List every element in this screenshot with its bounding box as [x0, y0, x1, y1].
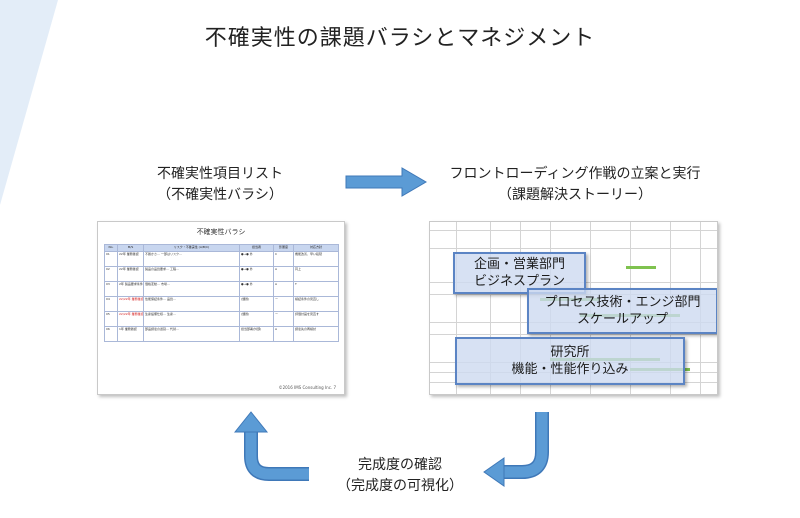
left-label: 不確実性項目リスト （不確実性バラシ） — [100, 164, 340, 206]
left-label-line1: 不確実性項目リスト — [157, 166, 283, 182]
table-row: 02 22年 業務確認 製品の品質要求… 工程… ●→● 外 A 同上 — [104, 266, 339, 282]
gantt-gridline — [430, 248, 717, 249]
table-header-row: No. M/S リスク・不確実性 (A/B/C) 担当者 影響度 対応方針 — [104, 244, 339, 252]
table-cell: (課題) — [239, 311, 274, 327]
table-cell: 評価計画を見直す — [293, 311, 339, 327]
right-label-line2: （課題解決ストーリー） — [498, 187, 652, 203]
up-curved-arrow-icon — [233, 411, 309, 481]
table-cell: A — [273, 266, 294, 282]
thumbnail-title: 不確実性バラシ — [196, 228, 246, 236]
down-curved-arrow-icon — [483, 412, 549, 487]
gantt-gridline — [430, 230, 717, 231]
right-label: フロントローディング作戦の立案と実行 （課題解決ストーリー） — [430, 164, 720, 206]
table-row: 04 22/22年 業務確認 性能保証条件… 品質… (課題) ー 検証条件の見… — [104, 296, 339, 312]
table-cell: 製品の品質要求… 工程… — [143, 266, 240, 282]
column-header: M/S — [117, 244, 144, 252]
table-cell: 検証条件の見直し — [293, 296, 339, 312]
table-cell: 01 — [104, 251, 118, 267]
callout-line1: プロセス技術・エンジ部門 — [544, 295, 701, 310]
column-header: No. — [104, 244, 118, 252]
column-header: 担当者 — [239, 244, 274, 252]
table-cell: 性能保証条件… 品質… — [143, 296, 240, 312]
table-cell: ●→● 外 — [239, 266, 274, 282]
table-row: 01 22年 業務確認 不確かさ… 一部はリスク… ●→● 外 C 機能改善、早… — [104, 251, 339, 267]
table-cell: 22/22年 業務確認 — [117, 296, 144, 312]
table-cell: 05 — [104, 311, 118, 327]
callout-planning-sales: 企画・営業部門 ビジネスプラン — [453, 252, 586, 294]
table-cell: 生産設備仕様… 生産… — [143, 311, 240, 327]
table-cell: 04 — [104, 296, 118, 312]
table-cell: 22年 業務確認 — [117, 266, 144, 282]
callout-research-lab: 研究所 機能・性能作り込み — [455, 337, 685, 385]
column-header: 影響度 — [273, 244, 294, 252]
table-cell: 03 — [104, 281, 118, 297]
column-header: 対応方針 — [293, 244, 339, 252]
table-cell: C — [273, 251, 294, 267]
table-cell: ●→● 外 — [239, 251, 274, 267]
callout-line2: ビジネスプラン — [473, 274, 565, 289]
table-row: 06 1年 業務確認 部品調達の遅延… 代替… 担当部署(外部) A 調達先の再… — [104, 326, 339, 342]
gantt-gridline — [490, 222, 491, 394]
gantt-chart-thumbnail: 企画・営業部門 ビジネスプラン プロセス技術・エンジ部門 スケールアップ 研究所… — [429, 221, 718, 395]
table-cell: A — [273, 326, 294, 342]
table-cell: A — [273, 281, 294, 297]
uncertainty-list-thumbnail: 不確実性バラシ No. M/S リスク・不確実性 (A/B/C) 担当者 影響度… — [97, 221, 345, 395]
gantt-gridline — [456, 222, 457, 394]
gantt-gridline — [520, 222, 521, 394]
table-cell: 調達先の再検討 — [293, 326, 339, 342]
table-cell: ー — [273, 311, 294, 327]
table-cell: 機能改善、早い段階 — [293, 251, 339, 267]
callout-line1: 企画・営業部門 — [473, 257, 565, 272]
bottom-label: 完成度の確認 （完成度の可視化） — [300, 455, 500, 497]
table-cell: T — [293, 281, 339, 297]
uncertainty-table: No. M/S リスク・不確実性 (A/B/C) 担当者 影響度 対応方針 01… — [104, 244, 339, 342]
table-cell: 担当部署(外部) — [239, 326, 274, 342]
table-cell: 22/22年 業務確認 — [117, 311, 144, 327]
callout-line2: 機能・性能作り込み — [511, 362, 629, 377]
table-cell: 部品調達の遅延… 代替… — [143, 326, 240, 342]
gantt-bar — [626, 266, 656, 269]
callout-line1: 研究所 — [550, 345, 590, 360]
table-cell: ●→● 外 — [239, 281, 274, 297]
bottom-label-line2: （完成度の可視化） — [337, 478, 463, 494]
table-cell: 1年 業務確認 — [117, 326, 144, 342]
thumbnail-footer: ©2016 IMS Consulting Inc. 7 — [278, 385, 336, 390]
table-cell: 22年 業務確認 — [117, 251, 144, 267]
table-cell: 不確かさ… 一部はリスク… — [143, 251, 240, 267]
table-row: 03 2年 製品要求条件 価格変動… 市場… ●→● 外 A T — [104, 281, 339, 297]
left-label-line2: （不確実性バラシ） — [157, 187, 283, 203]
bottom-label-line1: 完成度の確認 — [358, 457, 442, 473]
table-cell: ー — [273, 296, 294, 312]
table-cell: 同上 — [293, 266, 339, 282]
callout-line2: スケールアップ — [576, 312, 668, 327]
table-cell: 06 — [104, 326, 118, 342]
table-row: 05 22/22年 業務確認 生産設備仕様… 生産… (課題) ー 評価計画を見… — [104, 311, 339, 327]
page-title: 不確実性の課題バラシとマネジメント — [204, 26, 596, 51]
right-label-line1: フロントローディング作戦の立案と実行 — [449, 166, 701, 182]
table-cell: (課題) — [239, 296, 274, 312]
table-cell: 02 — [104, 266, 118, 282]
table-cell: 価格変動… 市場… — [143, 281, 240, 297]
table-cell: 2年 製品要求条件 — [117, 281, 144, 297]
callout-process-engineering: プロセス技術・エンジ部門 スケールアップ — [527, 288, 717, 334]
right-arrow-icon — [345, 167, 427, 197]
column-header: リスク・不確実性 (A/B/C) — [143, 244, 240, 252]
gantt-gridline — [430, 334, 717, 335]
